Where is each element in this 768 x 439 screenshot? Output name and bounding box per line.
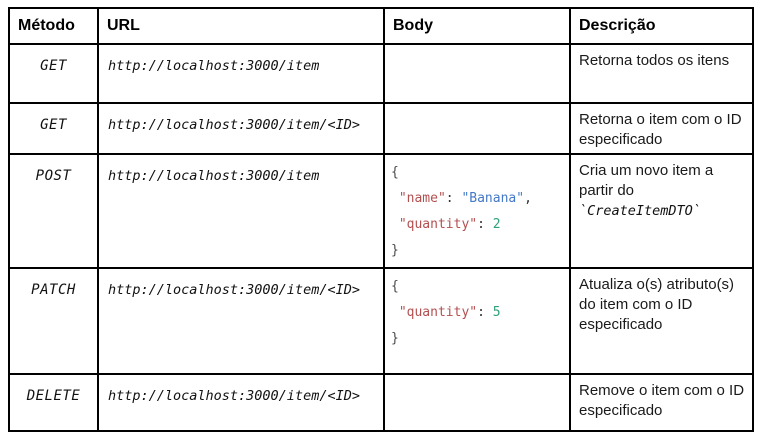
body-cell: { "name": "Banana", "quantity": 2 } xyxy=(383,153,571,269)
body-cell xyxy=(383,43,571,104)
method-cell: GET xyxy=(8,102,99,155)
json-token-plain xyxy=(391,191,399,206)
json-token-punct: { xyxy=(391,165,399,180)
method-cell: DELETE xyxy=(8,373,99,432)
description-cell: Remove o item com o ID especificado xyxy=(569,373,754,432)
body-cell: { "quantity": 5 } xyxy=(383,267,571,375)
json-token-string: "Banana" xyxy=(461,191,525,206)
description-cell: Retorna o item com o ID especificado xyxy=(569,102,754,155)
json-token-punct: { xyxy=(391,279,399,294)
column-header-url: URL xyxy=(97,7,385,45)
url-cell: http://localhost:3000/item xyxy=(97,153,385,269)
url-cell: http://localhost:3000/item xyxy=(97,43,385,104)
url-cell: http://localhost:3000/item/<ID> xyxy=(97,102,385,155)
json-token-plain: : xyxy=(477,305,493,320)
json-token-plain: : xyxy=(445,191,462,206)
column-header-metodo: Método xyxy=(8,7,99,45)
json-token-key: "quantity" xyxy=(398,305,478,320)
json-snippet: { "name": "Banana", "quantity": 2 } xyxy=(391,160,567,264)
column-header-body: Body xyxy=(383,7,571,45)
json-token-number: 5 xyxy=(492,305,501,320)
description-cell: Atualiza o(s) atributo(s) do item com o … xyxy=(569,267,754,375)
json-token-key: "name" xyxy=(398,191,446,206)
json-token-key: "quantity" xyxy=(398,217,478,232)
method-cell: GET xyxy=(8,43,99,104)
table-header-row: Método URL Body Descrição xyxy=(8,7,754,45)
json-token-number: 2 xyxy=(492,217,501,232)
json-token-plain: : xyxy=(477,217,493,232)
method-cell: POST xyxy=(8,153,99,269)
url-cell: http://localhost:3000/item/<ID> xyxy=(97,373,385,432)
body-cell xyxy=(383,102,571,155)
body-cell xyxy=(383,373,571,432)
description-code: `CreateItemDTO` xyxy=(579,203,701,219)
json-snippet: { "quantity": 5 } xyxy=(391,274,567,352)
method-cell: PATCH xyxy=(8,267,99,375)
description-cell: Retorna todos os itens xyxy=(569,43,754,104)
json-token-punct: } xyxy=(391,243,399,258)
column-header-descricao: Descrição xyxy=(569,7,754,45)
url-cell: http://localhost:3000/item/<ID> xyxy=(97,267,385,375)
json-token-plain: , xyxy=(524,191,532,206)
json-token-punct: } xyxy=(391,331,399,346)
description-cell: Cria um novo item a partir do `CreateIte… xyxy=(569,153,754,269)
json-token-plain xyxy=(391,217,399,232)
json-token-plain xyxy=(391,305,399,320)
